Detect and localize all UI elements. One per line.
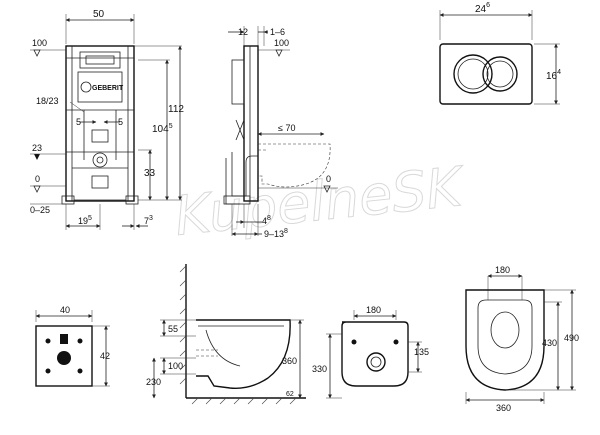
plate-height: 164 [546, 69, 561, 82]
bowl-profile [196, 319, 291, 389]
floor-range: 0–25 [30, 205, 50, 215]
side-level-0: 0 [326, 174, 331, 184]
template-height: 42 [100, 351, 110, 361]
mounting-template-view: 40 42 [35, 305, 110, 387]
ratio-18-23: 18/23 [36, 96, 59, 106]
dim-12: 12 [238, 27, 248, 37]
bowl-top-outline [465, 289, 545, 391]
side-level-100: 100 [274, 38, 289, 48]
level-23: 23 [32, 143, 42, 153]
bowl-dim-62: 62 [286, 391, 294, 398]
brand-label: GEBERIT [92, 85, 124, 92]
bowl-back-outline [341, 321, 409, 387]
dim-33: 33 [144, 168, 156, 179]
dim-bottom-right: 73 [144, 215, 153, 226]
back-dim-180: 180 [366, 305, 381, 315]
offset-right-5: 5 [118, 117, 123, 127]
flush-plate [439, 43, 533, 105]
flush-button-small [453, 54, 493, 94]
dim-104: 1045 [152, 123, 173, 135]
dim-4-8: 48 [262, 215, 271, 226]
back-dim-330: 330 [312, 364, 327, 374]
frame-side-view: 12 1–6 100 ≤ 70 0 48 [223, 26, 338, 239]
top-dim-180: 180 [495, 265, 510, 275]
level-0: 0 [35, 174, 40, 184]
flush-button-large [482, 56, 518, 92]
bowl-side-view: 55 100 230 360 62 [146, 264, 306, 405]
frame-front-view: 50 GEBERIT 100 18/23 [30, 9, 184, 230]
dim-bottom-left: 195 [78, 215, 92, 226]
dim-width-50: 50 [93, 9, 105, 20]
bowl-dim-230: 230 [146, 377, 161, 387]
flush-plate-view: 246 164 [439, 2, 561, 105]
level-100: 100 [32, 38, 47, 48]
bowl-dim-100: 100 [168, 361, 183, 371]
dim-1-6: 1–6 [270, 27, 285, 37]
top-dim-360: 360 [496, 403, 511, 413]
dim-max-70: ≤ 70 [278, 123, 295, 133]
back-dim-135: 135 [414, 347, 429, 357]
template-width: 40 [60, 305, 70, 315]
offset-left-5: 5 [76, 117, 81, 127]
plate-width: 246 [475, 2, 490, 15]
dim-9-13-8: 9–138 [264, 228, 288, 239]
bowl-dim-360: 360 [282, 356, 297, 366]
dim-112: 112 [168, 104, 184, 115]
bowl-dim-55: 55 [168, 324, 178, 334]
watermark-text: KupelneSK [172, 155, 468, 248]
top-dim-490: 490 [564, 333, 579, 343]
top-dim-430: 430 [542, 338, 557, 348]
bowl-back-view: 180 135 330 [312, 305, 429, 399]
bowl-top-view: 180 430 490 360 [465, 265, 579, 413]
